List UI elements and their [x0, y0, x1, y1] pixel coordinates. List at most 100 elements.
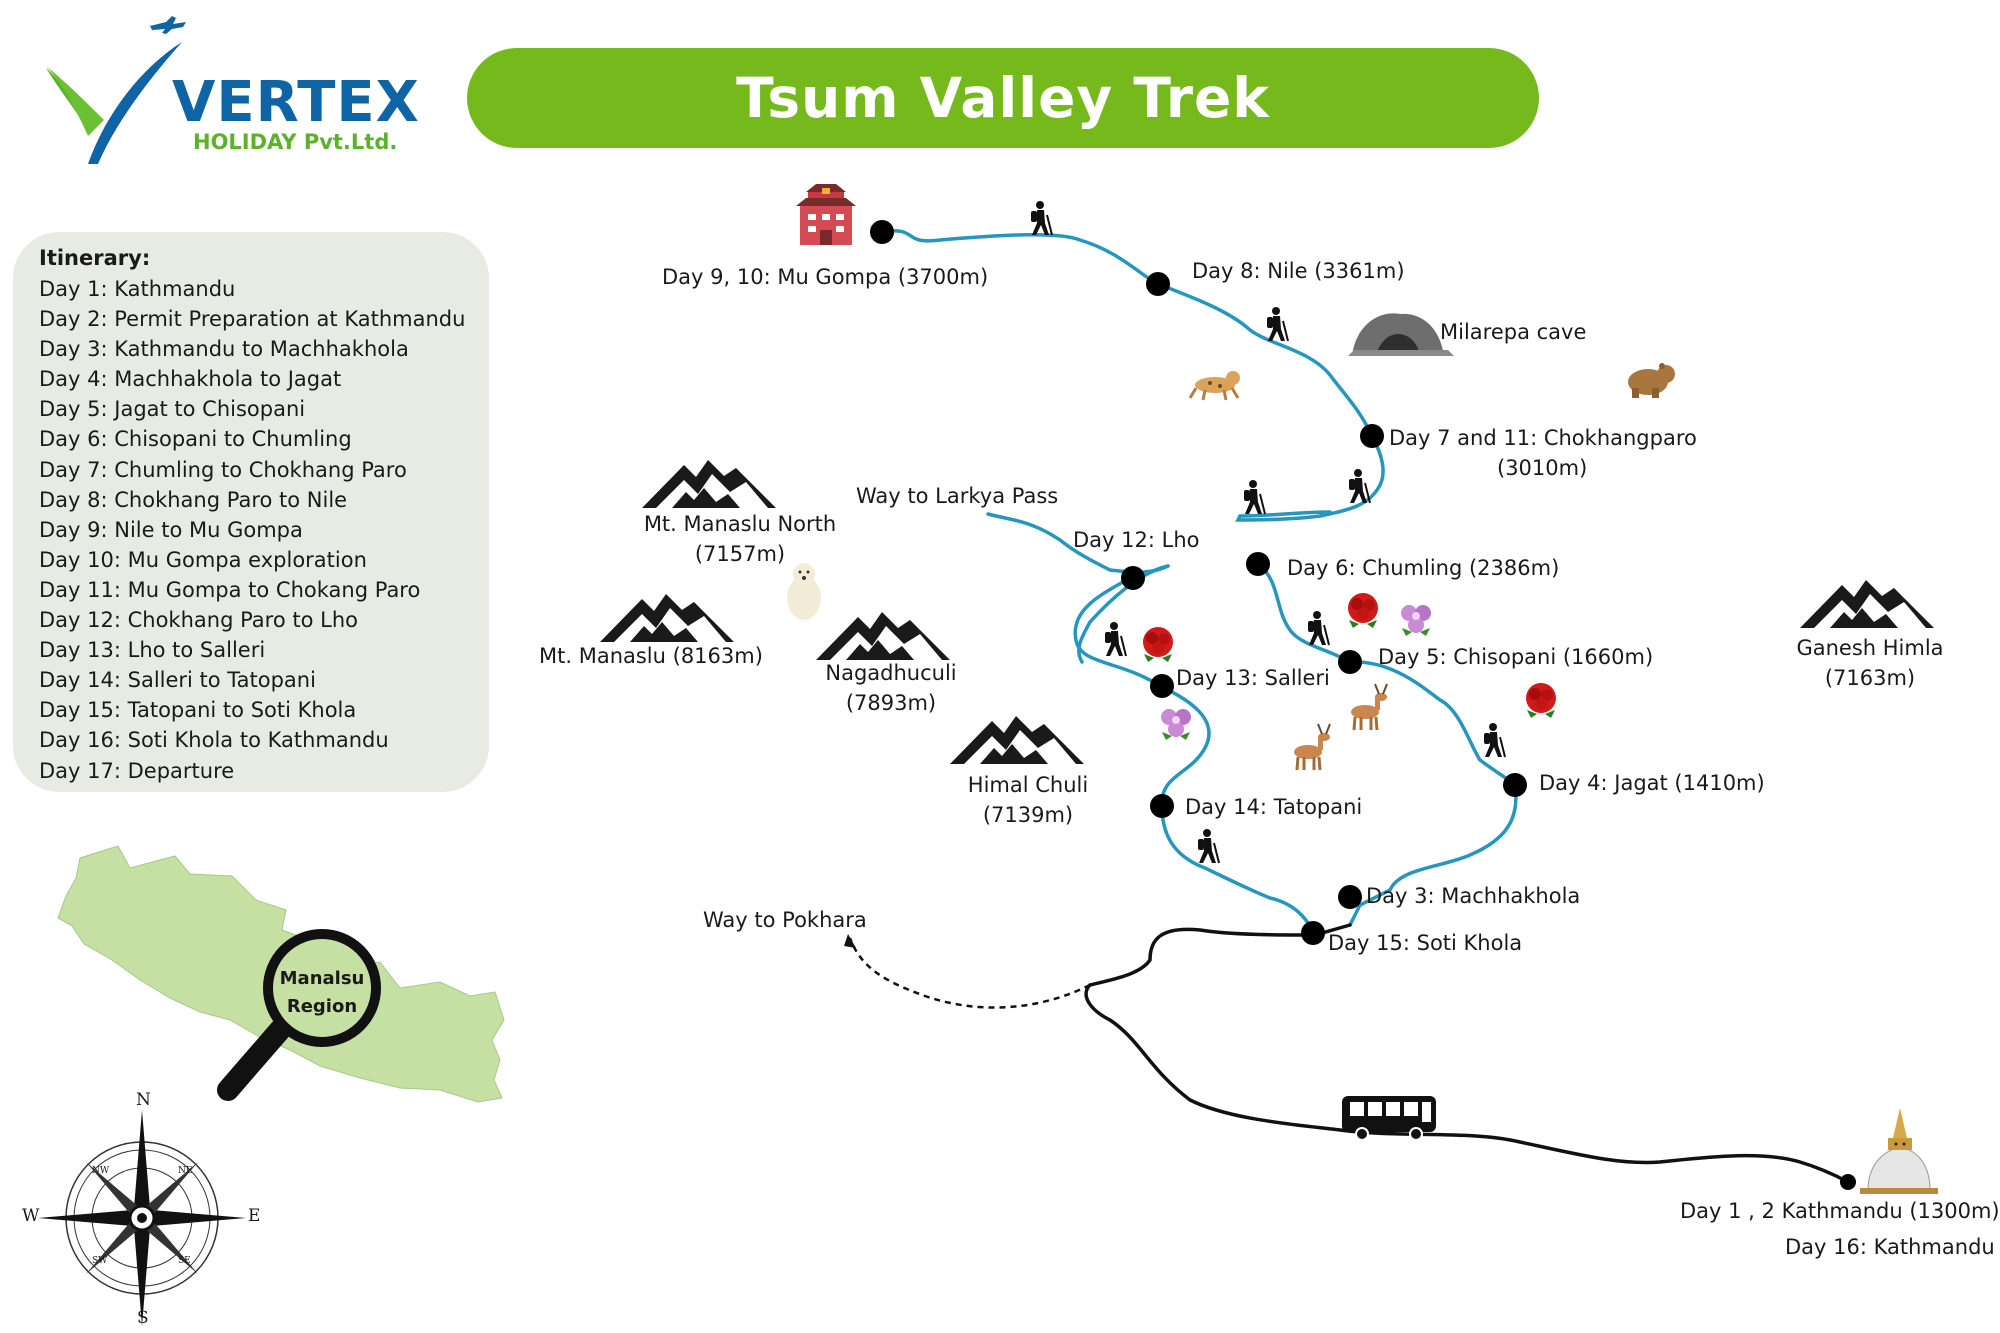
bus-icon [1342, 1096, 1436, 1141]
itinerary-list: Day 1: Kathmandu Day 2: Permit Preparati… [39, 274, 465, 786]
label-chokhangparo-altitude: (3010m) [1497, 456, 1588, 480]
label-himal-chuli: Himal Chuli [967, 773, 1089, 797]
title-banner: Tsum Valley Trek [467, 48, 1539, 148]
mountain-icon [816, 612, 950, 660]
itinerary-item: Day 7: Chumling to Chokhang Paro [39, 457, 407, 482]
itinerary-heading: Itinerary: [39, 246, 151, 270]
stop-jagat [1503, 773, 1527, 797]
label-chokhangparo: Day 7 and 11: Chokhangparo [1389, 426, 1697, 450]
label-salleri: Day 13: Salleri [1176, 666, 1330, 690]
compass-w: W [22, 1206, 40, 1226]
label-manaslu-north: Mt. Manaslu North [643, 512, 837, 536]
mountain-icon [1800, 580, 1934, 628]
stop-tatopani [1150, 794, 1174, 818]
label-kathmandu: Day 1 , 2 Kathmandu (1300m) [1680, 1199, 2000, 1223]
magnifier-icon [217, 929, 381, 1101]
vertex-logo-icon [46, 16, 186, 164]
stop-chisopani [1338, 650, 1362, 674]
label-nagadhuculi: Nagadhuculi [825, 661, 957, 685]
itinerary-item: Day 8: Chokhang Paro to Nile [39, 487, 348, 512]
itinerary-item: Day 2: Permit Preparation at Kathmandu [39, 307, 466, 332]
label-machhakhola: Day 3: Machhakhola [1366, 884, 1581, 908]
compass-se: SE [178, 1256, 191, 1266]
monastery-icon [796, 184, 856, 245]
bear-icon [1628, 363, 1675, 398]
label-milarepa-cave: Milarepa cave [1440, 320, 1587, 344]
itinerary-item: Day 9: Nile to Mu Gompa [39, 517, 303, 542]
itinerary-item: Day 6: Chisopani to Chumling [39, 427, 352, 452]
compass-sw: SW [92, 1256, 108, 1266]
trek-trail [880, 229, 1518, 937]
label-nagadhuculi-altitude: (7893m) [845, 691, 937, 715]
stop-chumling [1246, 552, 1270, 576]
stop-lho [1121, 566, 1145, 590]
label-way-to-pokhara: Way to Pokhara [703, 908, 867, 932]
stop-markers [870, 220, 1856, 1190]
compass-s: S [137, 1308, 149, 1328]
stop-chokhangparo [1360, 424, 1384, 448]
itinerary-item: Day 13: Lho to Salleri [39, 638, 266, 663]
label-manaslu: Mt. Manaslu (8163m) [539, 644, 763, 668]
compass-nw: NW [92, 1166, 110, 1176]
label-soti-khola: Day 15: Soti Khola [1328, 931, 1523, 955]
itinerary-item: Day 12: Chokhang Paro to Lho [39, 608, 358, 633]
page-title: Tsum Valley Trek [736, 66, 1270, 130]
hiker-icon [1483, 722, 1506, 758]
label-nile: Day 8: Nile (3361m) [1192, 259, 1405, 283]
itinerary-item: Day 4: Machhakhola to Jagat [39, 367, 342, 392]
stop-kathmandu [1840, 1174, 1856, 1190]
itinerary-item: Day 16: Soti Khola to Kathmandu [39, 728, 389, 753]
mountain-icon [600, 594, 734, 642]
deer-icon [1292, 722, 1332, 772]
region-badge-line2: Region [286, 996, 358, 1017]
itinerary-item: Day 11: Mu Gompa to Chokang Paro [39, 577, 421, 602]
label-himal-chuli-altitude: (7139m) [982, 803, 1074, 827]
stop-salleri [1150, 674, 1174, 698]
hiker-icon [1307, 610, 1330, 646]
label-ganesh-himla-altitude: (7163m) [1824, 666, 1916, 690]
deer-icon [1349, 682, 1389, 732]
itinerary-item: Day 10: Mu Gompa exploration [39, 547, 367, 572]
hiker-icon [1197, 828, 1220, 864]
brand-subtitle: HOLIDAY Pvt.Ltd. [193, 130, 398, 154]
rhododendron-icon [1526, 683, 1556, 718]
label-manaslu-north-altitude: (7157m) [694, 542, 786, 566]
itinerary-item: Day 15: Tatopani to Soti Khola [39, 698, 357, 723]
compass-rose-icon [38, 1110, 246, 1326]
mountain-icon [642, 460, 776, 508]
snow-leopard-icon [1188, 371, 1240, 401]
label-jagat: Day 4: Jagat (1410m) [1539, 771, 1765, 795]
label-chumling: Day 6: Chumling (2386m) [1287, 556, 1560, 580]
itinerary-item: Day 14: Salleri to Tatopani [39, 668, 316, 693]
stupa-icon [1860, 1108, 1938, 1194]
flower-icon [1161, 709, 1191, 740]
brand-name: VERTEX [172, 70, 420, 135]
pokhara-arrow-icon [844, 934, 856, 948]
label-larkya-pass: Way to Larkya Pass [856, 484, 1059, 508]
stop-machhakhola [1338, 885, 1362, 909]
itinerary-item: Day 17: Departure [39, 758, 235, 783]
cave-icon [1348, 313, 1454, 356]
compass-n: N [136, 1090, 151, 1110]
stop-nile [1146, 272, 1170, 296]
region-badge-line1: Manalsu [279, 968, 365, 989]
compass-e: E [248, 1206, 261, 1226]
compass-ne: NE [178, 1166, 193, 1176]
hiker-icon [1266, 306, 1289, 342]
hiker-icon [1243, 479, 1266, 515]
stop-soti-khola [1301, 921, 1325, 945]
hiker-icon [1030, 200, 1053, 236]
label-ganesh-himla: Ganesh Himla [1796, 636, 1944, 660]
pokhara-dashed-route [848, 937, 1091, 1009]
label-chisopani: Day 5: Chisopani (1660m) [1378, 645, 1654, 669]
itinerary-item: Day 5: Jagat to Chisopani [39, 397, 306, 422]
label-tatopani: Day 14: Tatopani [1185, 795, 1363, 819]
rhododendron-icon [1143, 627, 1173, 662]
road [1084, 923, 1850, 1184]
hiker-icon [1104, 621, 1127, 657]
label-kathmandu-return: Day 16: Kathmandu [1785, 1235, 1995, 1259]
itinerary-item: Day 3: Kathmandu to Machhakhola [39, 337, 409, 362]
mountain-icon [950, 716, 1084, 764]
label-mu-gompa: Day 9, 10: Mu Gompa (3700m) [662, 265, 989, 289]
